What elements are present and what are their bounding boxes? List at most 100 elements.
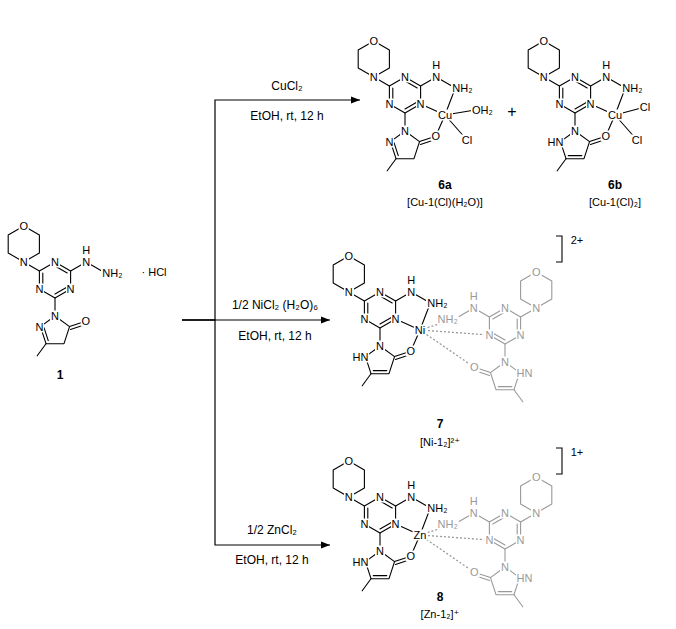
atom-label: H [469, 496, 479, 507]
atom-label: N [431, 72, 441, 83]
charge-bracket [556, 236, 562, 474]
atom-label: HN [352, 556, 370, 567]
atom-label: O [469, 362, 480, 373]
atom-label: H [406, 480, 416, 491]
atom-label: N [359, 519, 369, 530]
compound-number: 7 [437, 418, 444, 431]
atom-label: N [400, 72, 410, 83]
atom-label: O [531, 267, 542, 278]
ligand-structure [528, 41, 625, 171]
black-ligands [8, 41, 645, 591]
atom-label: N [500, 508, 510, 519]
atom-label: HN [516, 367, 534, 378]
atom-label: N [531, 303, 541, 314]
plus-sign: + [506, 104, 517, 120]
ligand-structure [333, 256, 430, 386]
atom-label: N [369, 72, 379, 83]
atom-label: H [469, 291, 479, 302]
arrow-head [321, 316, 330, 323]
atom-label: Zn [413, 530, 428, 541]
atom-label: N [531, 508, 541, 519]
ligand-structure [8, 226, 105, 356]
atom-label: N [34, 321, 44, 332]
atom-label: Cl [639, 102, 651, 113]
atom-label: N [469, 303, 479, 314]
atom-label: O [405, 346, 416, 357]
atom-label: N [406, 287, 416, 298]
compound-group: 6a [Cu-1(Cl)(H₂O)] [360, 30, 500, 211]
compound-formula: [Ni-1₂]²⁺ [420, 436, 460, 448]
reagent-label: 1/2 ZnCl₂ [246, 524, 298, 536]
reagent-label: CuCl₂ [270, 80, 303, 92]
atom-label: O [405, 551, 416, 562]
atom-label: O [80, 316, 91, 327]
compound-group: 8[Zn-1₂]⁺ [330, 455, 560, 627]
arrow-line [182, 320, 330, 545]
ligand-structure [358, 41, 455, 171]
compound-number: 8 [437, 591, 444, 604]
arrow-head [351, 96, 360, 103]
atom-label: H [601, 60, 611, 71]
atom-label: N [516, 330, 526, 341]
atom-label: N [384, 136, 394, 147]
charge-label: 1+ [570, 447, 585, 458]
reagent-label: 1/2 NiCl₂ (H₂O)₆ [231, 299, 319, 311]
charge-label: 2+ [570, 235, 585, 246]
atom-label: N [500, 357, 510, 368]
atom-label: OH₂ [471, 105, 494, 116]
atom-label: N [539, 72, 549, 83]
atom-label: N [359, 314, 369, 325]
atom-label: N [400, 126, 410, 137]
atom-label: N [19, 257, 29, 268]
atom-label: N [384, 99, 394, 110]
compound-group: 7 [Ni-1₂]²⁺ [330, 222, 560, 452]
atom-label: Cu [437, 110, 453, 121]
compound-formula: [Cu-1(Cl)(H₂O)] [407, 196, 483, 208]
atom-label: Cu [607, 110, 623, 121]
atom-label: N [516, 535, 526, 546]
atom-label: N [344, 287, 354, 298]
atom-label: N [416, 99, 426, 110]
arrow-head [321, 541, 330, 548]
atom-label: NH₂ [437, 314, 459, 325]
atom-label: N [601, 72, 611, 83]
condition-label: EtOH, rt, 12 h [237, 330, 312, 342]
atom-label: O [531, 472, 542, 483]
atom-label: N [406, 492, 416, 503]
atom-label: N [344, 492, 354, 503]
atom-label: Cl [631, 135, 643, 146]
atom-label: N [50, 311, 60, 322]
atom-label: N [81, 257, 91, 268]
atom-label: N [375, 341, 385, 352]
atom-label: N [484, 330, 494, 341]
atom-label: N [570, 126, 580, 137]
condition-label: EtOH, rt, 12 h [234, 554, 309, 566]
condition-label: EtOH, rt, 12 h [249, 110, 324, 122]
metal-bonds [396, 303, 431, 351]
atom-label: N [50, 257, 60, 268]
atom-label: Ni [414, 325, 426, 336]
atom-label: N [500, 303, 510, 314]
atom-label: NH₂ [451, 83, 473, 94]
atom-label: N [391, 519, 401, 530]
atom-label: N [375, 546, 385, 557]
atom-label: N [66, 284, 76, 295]
atom-label: Cl [461, 135, 473, 146]
arrow-line [182, 100, 360, 320]
atom-label: NH₂ [101, 268, 123, 279]
atom-label: N [586, 99, 596, 110]
atom-label: O [430, 131, 441, 142]
atom-label: HN [547, 136, 565, 147]
reaction-arrow [182, 96, 360, 320]
atom-label: NH₂ [621, 83, 643, 94]
atom-label: NH₂ [426, 503, 448, 514]
compound-formula: [Cu-1(Cl)₂] [589, 196, 641, 208]
compound-formula: · HCl [141, 266, 166, 278]
atom-label: N [500, 562, 510, 573]
compound-number: 6b [608, 179, 622, 192]
atom-label: N [34, 284, 44, 295]
compound-number: 6a [438, 179, 451, 192]
atom-label: N [570, 72, 580, 83]
